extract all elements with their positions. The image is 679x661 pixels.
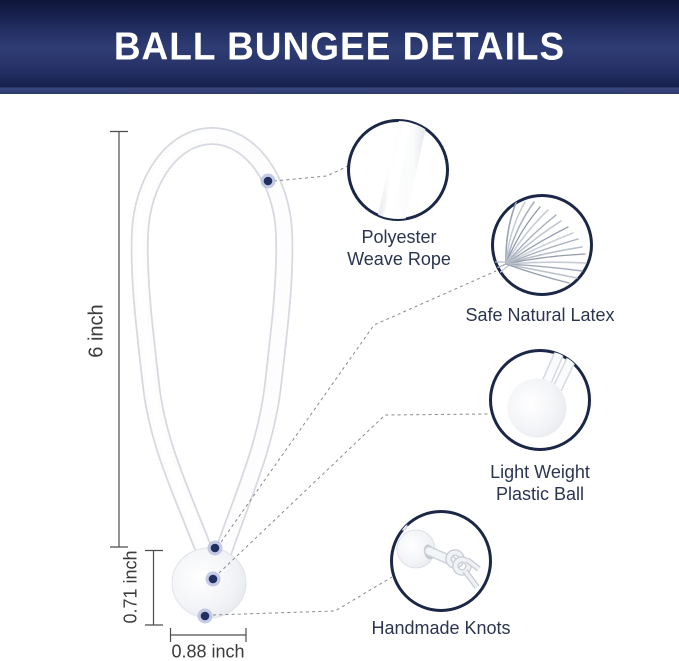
- dimension-lines: [110, 130, 247, 642]
- dimension-line-height: [110, 130, 128, 548]
- connector-plastic-ball: [218, 413, 489, 574]
- bungee-cord-loop: [130, 126, 294, 562]
- header-banner: BALL BUNGEE DETAILS: [0, 0, 679, 94]
- dimension-ball-width: 0.88 inch: [171, 641, 245, 661]
- dimension-line-ball-width: [169, 628, 247, 642]
- label-safe-natural-latex: Safe Natural Latex: [465, 304, 614, 326]
- marker-ball-center: [205, 571, 221, 587]
- callout-circle-rope: [347, 119, 449, 221]
- label-line: Handmade Knots: [371, 618, 511, 638]
- label-line: Polyester: [361, 227, 437, 247]
- marker-dots: [197, 173, 276, 624]
- marker-rope: [260, 173, 276, 189]
- label-line: Weave Rope: [347, 249, 451, 269]
- callout-circle-knots: [390, 510, 492, 612]
- marker-latex: [207, 540, 223, 556]
- label-line: Plastic Ball: [495, 484, 585, 504]
- dimension-ball-height: 0.71 inch: [120, 550, 141, 624]
- dimension-total-height: 6 inch: [85, 304, 108, 358]
- marker-knot: [197, 608, 213, 624]
- label-line: Safe Natural Latex: [465, 305, 615, 325]
- label-line: Light Weight: [490, 462, 590, 482]
- callout-circle-plastic-ball: [489, 349, 591, 451]
- connector-latex: [220, 270, 497, 543]
- page-title: BALL BUNGEE DETAILS: [113, 25, 566, 68]
- label-polyester-weave-rope: Polyester Weave Rope: [347, 226, 451, 270]
- label-handmade-knots: Handmade Knots: [371, 617, 510, 639]
- label-light-weight-plastic-ball: Light Weight Plastic Ball: [490, 461, 590, 505]
- dimension-line-ball-height: [145, 549, 163, 626]
- connector-rope: [273, 164, 351, 182]
- callout-circle-latex: [491, 194, 593, 296]
